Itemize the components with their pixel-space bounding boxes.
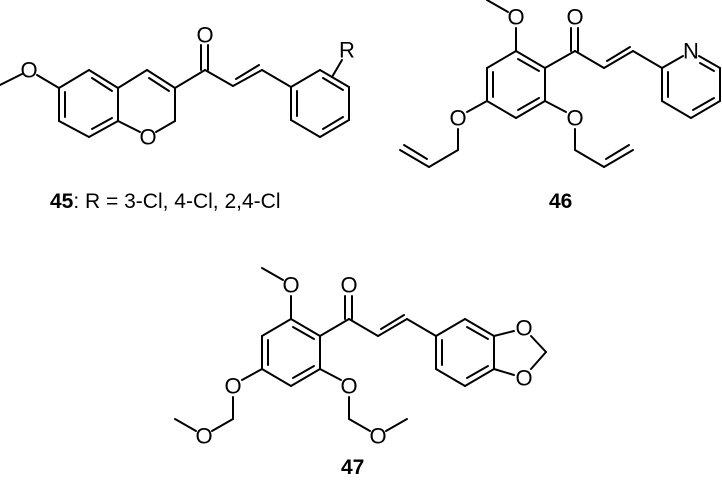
compound-47-structure: O O O O O O O O [174, 267, 547, 449]
r-group-label: R [339, 38, 355, 63]
oxygen-atom: O [195, 424, 212, 449]
compound-45-structure: O O O R [0, 23, 355, 150]
compound-number: 46 [549, 190, 573, 213]
oxygen-atom: O [369, 424, 386, 449]
oxygen-atom: O [340, 374, 357, 399]
compound-46-structure: O O O O N [399, 0, 721, 168]
dioxole-oxygen-atom: O [515, 316, 532, 341]
compound-45-substituents: : R = 3-Cl, 4-Cl, 2,4-Cl [73, 190, 281, 213]
compound-45-caption: 45: R = 3-Cl, 4-Cl, 2,4-Cl [50, 190, 281, 214]
compound-number: 45 [50, 190, 74, 213]
dioxole-oxygen-atom: O [515, 366, 532, 391]
oxygen-atom: O [224, 374, 241, 399]
compound-46-caption: 46 [549, 190, 572, 214]
carbonyl-oxygen-atom: O [340, 273, 357, 298]
methoxy-oxygen-atom: O [507, 5, 524, 30]
oxygen-atom: O [20, 58, 37, 83]
carbonyl-oxygen-atom: O [566, 5, 583, 30]
nitrogen-atom: N [683, 39, 699, 64]
carbonyl-oxygen-atom: O [196, 23, 213, 48]
oxygen-atom: O [566, 106, 583, 131]
methoxy-oxygen-atom: O [282, 273, 299, 298]
compound-47-caption: 47 [341, 456, 364, 480]
oxygen-atom: O [449, 106, 466, 131]
compound-number: 47 [341, 456, 365, 479]
oxygen-atom: O [139, 125, 156, 150]
